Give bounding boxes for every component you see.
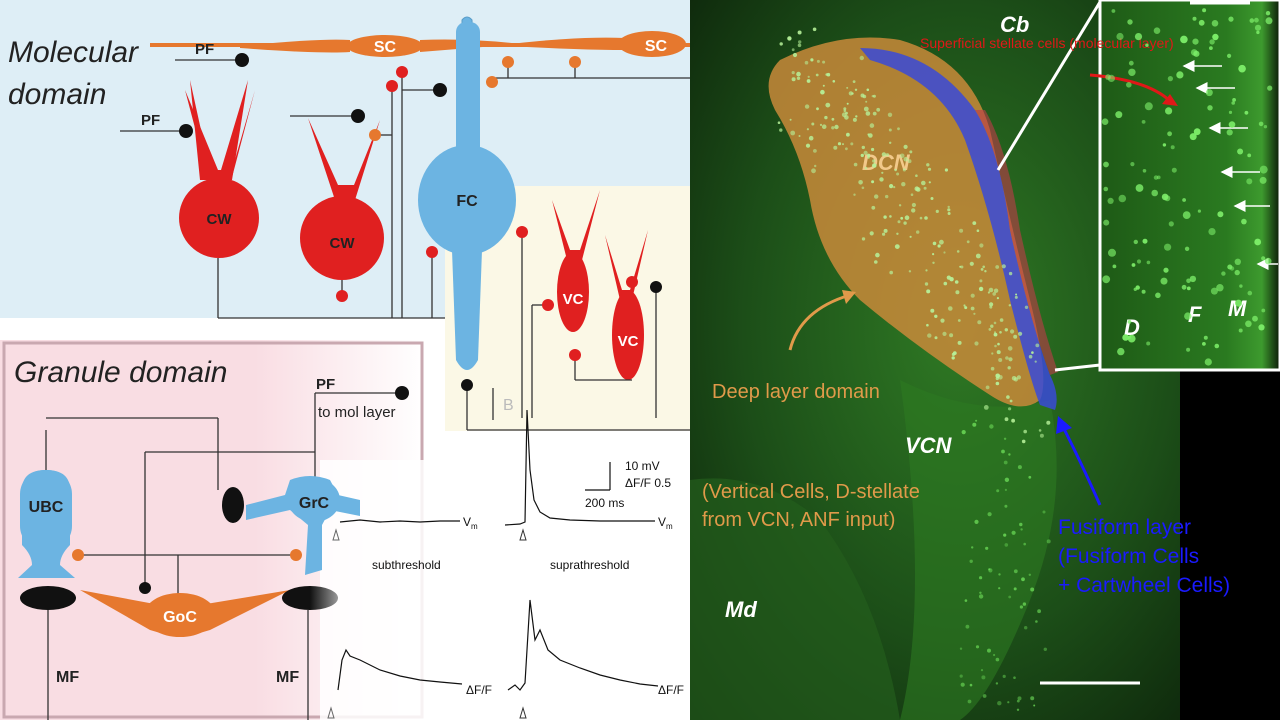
fluorescent-cells [777, 8, 1273, 711]
deep-layer-desc-line-1: (Vertical Cells, D-stellate [702, 481, 920, 503]
scale-label-mv: 10 mV [625, 459, 660, 473]
panel-b-letter: B [503, 397, 514, 414]
label-pf-2: PF [141, 112, 160, 129]
fusiform-cell-soma [418, 145, 516, 255]
trace-vm-label-1: Vm [463, 515, 478, 531]
label-cw-1: CW [207, 211, 233, 228]
inset-label-f: F [1188, 302, 1202, 327]
label-md: Md [725, 597, 757, 622]
label-ubc: UBC [29, 499, 64, 516]
deep-layer-desc-line-2: from VCN, ANF input) [702, 509, 895, 531]
fusiform-label-line-3: + Cartwheel Cells) [1058, 574, 1230, 597]
fusiform-label-line-1: Fusiform layer [1058, 516, 1191, 539]
cartwheel-cell-2-dendrites [308, 118, 380, 200]
cartwheel-cell-1-dendrites [185, 90, 255, 185]
label-fc: FC [456, 193, 478, 210]
granule-synapse-glomerulus [222, 487, 244, 523]
subthreshold-label: subthreshold [372, 558, 441, 572]
label-sc-1: SC [374, 39, 397, 56]
granule-circuit-lines [45, 392, 402, 720]
fusiform-cell-dendrite [456, 22, 480, 162]
vertical-cell-1 [557, 252, 589, 332]
inset-connector-top [996, 1, 1102, 171]
stellate-cells-label: Superficial stellate cells (molecular la… [920, 35, 1174, 51]
label-mf-1: MF [56, 669, 79, 686]
molecular-circuit-lines [120, 59, 690, 431]
molecular-synapses [179, 53, 662, 391]
deep-layer-arrow [788, 293, 851, 351]
label-pf-3: PF [316, 376, 335, 393]
deep-layer-label: Deep layer domain [712, 381, 880, 403]
label-cb: Cb [1000, 12, 1029, 37]
vertical-cell-1-dendrites [552, 190, 600, 260]
fusiform-layer-overlay [860, 48, 1057, 410]
label-vc-1: VC [563, 291, 584, 308]
mossy-fiber-rosette-2 [282, 586, 338, 610]
stellate-cell-1 [347, 35, 423, 57]
suprathreshold-label: suprathreshold [550, 558, 629, 572]
label-pf-1: PF [195, 41, 214, 58]
label-mf-2: MF [276, 669, 299, 686]
mossy-fiber-rosette-1 [20, 586, 76, 610]
trace-df-label-2: ΔF/F [658, 683, 684, 697]
fusiform-cell-axon [452, 250, 482, 370]
vertical-cell-2 [612, 290, 644, 380]
label-vc-2: VC [618, 333, 639, 350]
molecular-domain-title-line-2: domain [8, 78, 106, 111]
vertical-cell-2-dendrites [605, 230, 648, 300]
inset-connector-bottom [1054, 363, 1101, 372]
label-sc-2: SC [645, 38, 668, 55]
inset-border [1098, 0, 1280, 372]
fusiform-arrow [1060, 424, 1102, 506]
scale-label-df: ΔF/F 0.5 [625, 476, 671, 490]
trace-df-label-1: ΔF/F [466, 683, 492, 697]
inset-label-m: M [1228, 296, 1247, 321]
stellate-cell-2 [618, 31, 686, 57]
label-cw-2: CW [330, 235, 356, 252]
scale-label-ms: 200 ms [585, 496, 624, 510]
label-vcn: VCN [905, 433, 953, 458]
cartwheel-cell-2 [300, 196, 384, 280]
trace-vm-label-2: Vm [658, 515, 673, 531]
fusiform-label-line-2: (Fusiform Cells [1058, 545, 1199, 568]
molecular-domain-title-line-1: Molecular [8, 36, 139, 69]
label-grc: GrC [299, 495, 330, 512]
traces-background [320, 460, 690, 720]
label-goc: GoC [163, 609, 197, 626]
label-to-mol-layer: to mol layer [318, 404, 396, 421]
voltage-traces [337, 409, 659, 691]
cartwheel-cell-1 [179, 178, 259, 258]
granule-domain-title: Granule domain [14, 356, 227, 389]
inset-arrows [1182, 60, 1278, 270]
